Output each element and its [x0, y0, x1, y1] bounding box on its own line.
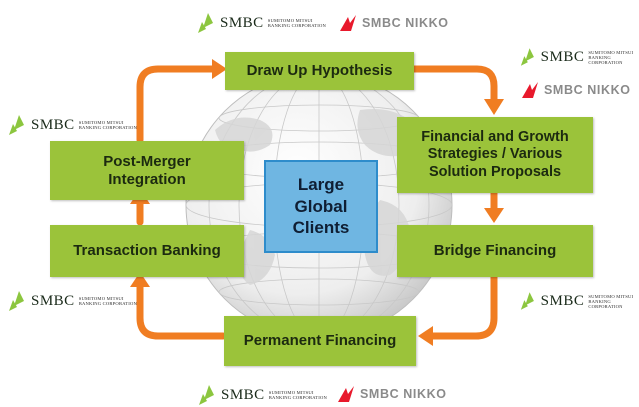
smbc-subtitle-line1: SUMITOMO MITSUI [78, 120, 124, 125]
smbc-leaf-icon [199, 385, 214, 405]
smbc-logo-top: SMBC SUMITOMO MITSUI BANKING CORPORATION [197, 11, 326, 35]
smbc-subtitle-line2: BANKING CORPORATION [588, 54, 623, 65]
nikko-mark-icon [340, 15, 356, 31]
center-large-global-clients: Large Global Clients [264, 160, 378, 253]
smbc-nikko-wordmark: SMBC NIKKO [360, 387, 447, 401]
arrowhead-to-hypothesis [212, 59, 227, 79]
step-post-merger-integration: Post-Merger Integration [50, 141, 244, 200]
arrowhead-to-bridge [484, 208, 504, 223]
smbc-wordmark: SMBC [220, 14, 264, 31]
step-financial-strategies-label: Financial and Growth Strategies / Variou… [421, 129, 569, 180]
step-permanent-financing: Permanent Financing [224, 316, 416, 366]
step-draw-up-hypothesis: Draw Up Hypothesis [225, 52, 414, 90]
smbc-subtitle-line1: SUMITOMO MITSUI [588, 293, 634, 299]
arrow-permanent-to-transaction [136, 281, 227, 340]
arrowhead-to-permanent [418, 326, 433, 346]
smbc-subtitle-line1: SUMITOMO MITSUI [588, 49, 634, 55]
step-draw-up-hypothesis-label: Draw Up Hypothesis [246, 62, 393, 80]
smbc-subtitle-line1: SUMITOMO MITSUI [268, 390, 314, 395]
smbc-subtitle: SUMITOMO MITSUI BANKING CORPORATION [269, 390, 327, 400]
arrow-postmerger-to-hypothesis [136, 65, 218, 144]
smbc-wordmark: SMBC [221, 386, 265, 403]
nikko-mark-icon [522, 82, 538, 98]
smbc-subtitle-line1: SUMITOMO MITSUI [78, 296, 124, 301]
smbc-wordmark: SMBC [31, 116, 75, 133]
smbc-nikko-wordmark: SMBC NIKKO [544, 83, 631, 97]
smbc-subtitle-line2: BANKING CORPORATION [268, 395, 327, 400]
smbc-subtitle: SUMITOMO MITSUI BANKING CORPORATION [588, 294, 639, 309]
smbc-subtitle: SUMITOMO MITSUI BANKING CORPORATION [79, 296, 137, 306]
smbc-nikko-wordmark: SMBC NIKKO [362, 16, 449, 30]
smbc-leaf-icon [520, 292, 534, 310]
smbc-logo-left-lower: SMBC SUMITOMO MITSUI BANKING CORPORATION [8, 289, 137, 313]
smbc-nikko-logo-right: SMBC NIKKO [520, 79, 631, 101]
step-financial-strategies: Financial and Growth Strategies / Variou… [397, 117, 593, 193]
arrow-bridge-to-permanent [428, 272, 498, 340]
step-permanent-financing-label: Permanent Financing [243, 332, 397, 350]
smbc-logo-bottom: SMBC SUMITOMO MITSUI BANKING CORPORATION [198, 383, 327, 407]
smbc-wordmark: SMBC [540, 48, 585, 65]
smbc-subtitle-line2: BANKING CORPORATION [78, 301, 137, 306]
smbc-subtitle-line2: BANKING CORPORATION [78, 125, 137, 130]
smbc-logo-right-lower: SMBC SUMITOMO MITSUI BANKING CORPORATION [520, 289, 639, 313]
nikko-mark-icon [338, 386, 354, 402]
smbc-logo-left-upper: SMBC SUMITOMO MITSUI BANKING CORPORATION [8, 113, 137, 137]
smbc-subtitle-line2: BANKING CORPORATION [267, 23, 326, 28]
smbc-subtitle: SUMITOMO MITSUI BANKING CORPORATION [588, 50, 639, 65]
step-transaction-banking-label: Transaction Banking [73, 242, 221, 260]
smbc-nikko-logo-bottom: SMBC NIKKO [336, 383, 447, 405]
smbc-subtitle: SUMITOMO MITSUI BANKING CORPORATION [268, 18, 326, 28]
smbc-subtitle-line2: BANKING CORPORATION [588, 298, 623, 309]
smbc-subtitle: SUMITOMO MITSUI BANKING CORPORATION [79, 120, 137, 130]
step-bridge-financing: Bridge Financing [397, 225, 593, 277]
smbc-leaf-icon [9, 115, 24, 135]
smbc-leaf-icon [9, 291, 24, 311]
step-bridge-financing-label: Bridge Financing [433, 242, 557, 260]
smbc-logo-right-upper: SMBC SUMITOMO MITSUI BANKING CORPORATION [520, 45, 639, 69]
step-transaction-banking: Transaction Banking [50, 225, 244, 277]
smbc-nikko-logo-top: SMBC NIKKO [338, 12, 449, 34]
smbc-subtitle-line1: SUMITOMO MITSUI [267, 18, 313, 23]
arrowhead-to-transaction [130, 272, 150, 287]
center-label: Large Global Clients [292, 174, 350, 238]
smbc-wordmark: SMBC [31, 292, 75, 309]
arrow-hypothesis-to-financial [409, 65, 498, 106]
arrowhead-to-financial [484, 99, 504, 115]
smbc-leaf-icon [198, 13, 213, 33]
smbc-leaf-icon [520, 48, 534, 66]
smbc-wordmark: SMBC [540, 292, 585, 309]
step-post-merger-integration-label: Post-Merger Integration [103, 152, 191, 188]
